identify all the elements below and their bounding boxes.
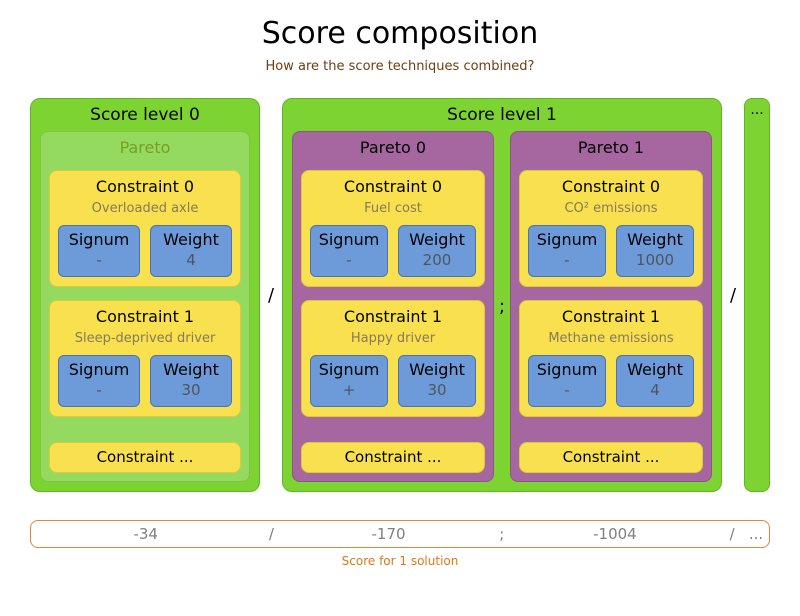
weight-box: Weight 4: [150, 225, 232, 277]
weight-label: Weight: [409, 230, 465, 249]
weight-label: Weight: [163, 360, 219, 379]
signum-label: Signum: [318, 230, 380, 249]
weight-value: 4: [650, 381, 660, 399]
weight-box: Weight 1000: [616, 225, 694, 277]
constraint-box: Constraint 1 Sleep-deprived driver Signu…: [49, 300, 241, 417]
score-separator-slash: /: [268, 525, 274, 543]
constraint-subtitle: Fuel cost: [364, 201, 422, 216]
signum-weight-row: Signum + Weight 30: [310, 355, 476, 407]
weight-label: Weight: [627, 360, 683, 379]
signum-box: Signum -: [58, 355, 140, 407]
signum-value: -: [346, 251, 352, 269]
weight-label: Weight: [409, 360, 465, 379]
weight-box: Weight 200: [398, 225, 476, 277]
score-separator-slash: /: [729, 525, 735, 543]
constraint-more-box: Constraint ...: [301, 442, 485, 473]
pareto-0-box: Pareto 0 Constraint 0 Fuel cost Signum -…: [292, 131, 494, 482]
constraint-box: Constraint 0 Fuel cost Signum - Weight 2…: [301, 170, 485, 287]
weight-box: Weight 30: [398, 355, 476, 407]
signum-weight-row: Signum - Weight 4: [58, 225, 232, 277]
weight-value: 1000: [635, 251, 675, 269]
constraint-subtitle: Sleep-deprived driver: [74, 331, 216, 346]
signum-label: Signum: [536, 360, 598, 379]
signum-label: Signum: [68, 360, 130, 379]
signum-box: Signum +: [310, 355, 388, 407]
constraint-title: Constraint 1: [95, 307, 195, 326]
paretos-row: Pareto 0 Constraint 0 Fuel cost Signum -…: [292, 131, 712, 482]
weight-label: Weight: [163, 230, 219, 249]
signum-value: -: [96, 381, 102, 399]
signum-weight-row: Signum - Weight 30: [58, 355, 232, 407]
score-value-more: ...: [748, 525, 764, 543]
signum-box: Signum -: [310, 225, 388, 277]
constraint-title: Constraint 0: [343, 177, 443, 196]
signum-label: Signum: [318, 360, 380, 379]
signum-label: Signum: [536, 230, 598, 249]
constraint-box: Constraint 0 CO² emissions Signum - Weig…: [519, 170, 703, 287]
weight-label: Weight: [627, 230, 683, 249]
level-separator-slash: /: [729, 284, 737, 306]
signum-box: Signum -: [58, 225, 140, 277]
signum-value: -: [564, 381, 570, 399]
score-value-level0: -34: [133, 525, 158, 543]
constraint-subtitle: Methane emissions: [548, 331, 674, 346]
signum-weight-row: Signum - Weight 200: [310, 225, 476, 277]
pareto-1-box: Pareto 1 Constraint 0 CO² emissions Sign…: [510, 131, 712, 482]
weight-value: 200: [422, 251, 452, 269]
level-separator-slash: /: [267, 284, 275, 306]
constraint-more-box: Constraint ...: [49, 442, 241, 473]
more-levels-label: ...: [750, 102, 764, 118]
page-subtitle: How are the score techniques combined?: [265, 59, 535, 74]
pareto-title: Pareto 0: [359, 138, 427, 157]
constraint-title: Constraint 0: [561, 177, 661, 196]
pareto-box: Pareto Constraint 0 Overloaded axle Sign…: [40, 131, 250, 482]
score-bar-caption: Score for 1 solution: [341, 554, 459, 568]
constraint-title: Constraint 0: [95, 177, 195, 196]
signum-value: -: [564, 251, 570, 269]
constraint-subtitle: Overloaded axle: [91, 201, 199, 216]
score-value-pareto0: -170: [371, 525, 406, 543]
weight-box: Weight 30: [150, 355, 232, 407]
page-title: Score composition: [261, 16, 539, 51]
weight-value: 30: [181, 381, 201, 399]
score-level-0-title: Score level 0: [90, 105, 200, 125]
score-value-pareto1: -1004: [593, 525, 637, 543]
score-separator-semicolon: ;: [499, 525, 505, 543]
signum-weight-row: Signum - Weight 4: [528, 355, 694, 407]
constraint-title: Constraint 1: [561, 307, 661, 326]
signum-box: Signum -: [528, 225, 606, 277]
score-level-more-panel: ...: [744, 98, 770, 492]
weight-value: 4: [186, 251, 196, 269]
signum-weight-row: Signum - Weight 1000: [528, 225, 694, 277]
weight-box: Weight 4: [616, 355, 694, 407]
score-level-0-panel: Score level 0 Pareto Constraint 0 Overlo…: [30, 98, 260, 492]
constraint-subtitle: Happy driver: [350, 331, 436, 346]
constraint-box: Constraint 0 Overloaded axle Signum - We…: [49, 170, 241, 287]
constraint-subtitle: CO² emissions: [564, 201, 658, 216]
score-level-1-title: Score level 1: [447, 105, 557, 125]
constraint-box: Constraint 1 Happy driver Signum + Weigh…: [301, 300, 485, 417]
score-bar: -34 / -170 ; -1004 / ...: [30, 520, 770, 548]
signum-value: +: [342, 381, 356, 399]
constraint-more-box: Constraint ...: [519, 442, 703, 473]
constraint-box: Constraint 1 Methane emissions Signum - …: [519, 300, 703, 417]
signum-box: Signum -: [528, 355, 606, 407]
signum-value: -: [96, 251, 102, 269]
levels-row: Score level 0 Pareto Constraint 0 Overlo…: [30, 98, 770, 492]
pareto-title: Pareto: [119, 138, 171, 157]
pareto-separator-semicolon: ;: [498, 296, 506, 317]
constraint-title: Constraint 1: [343, 307, 443, 326]
score-level-1-panel: Score level 1 Pareto 0 Constraint 0 Fuel…: [282, 98, 722, 492]
weight-value: 30: [427, 381, 447, 399]
signum-label: Signum: [68, 230, 130, 249]
pareto-title: Pareto 1: [577, 138, 645, 157]
